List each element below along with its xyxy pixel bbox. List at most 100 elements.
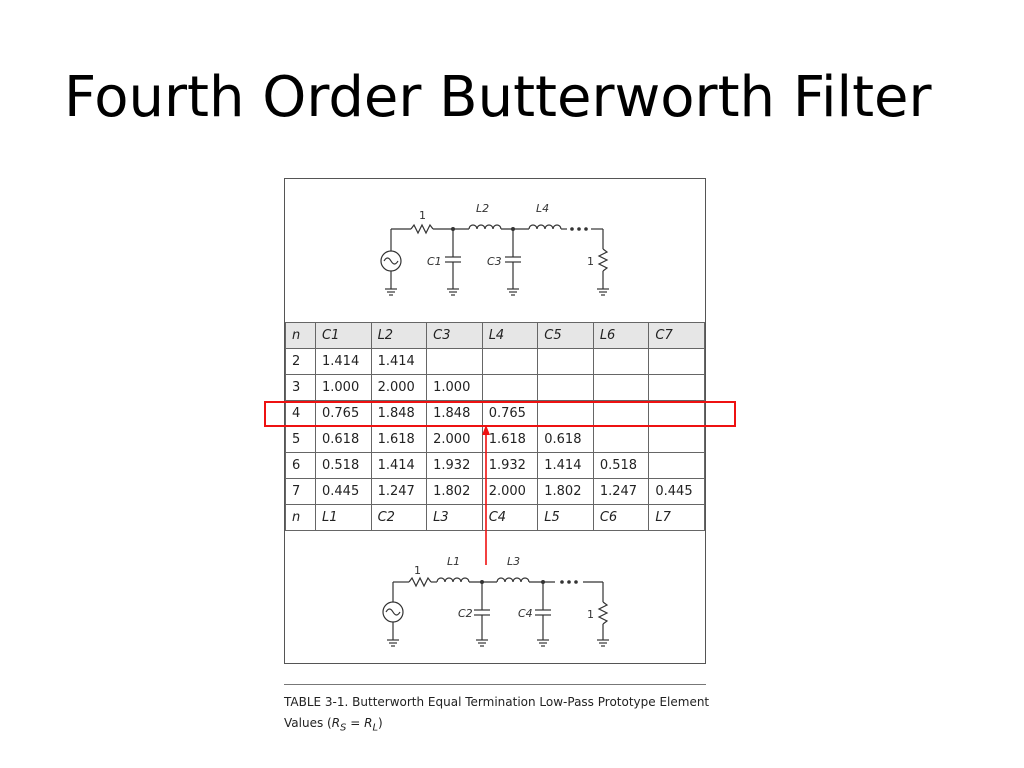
table-caption: TABLE 3-1. Butterworth Equal Termination… [284,692,714,738]
table-cell: 1.802 [426,478,483,505]
header-cell: L4 [481,322,539,349]
caption-line-1: TABLE 3-1. Butterworth Equal Termination… [284,695,710,709]
top-shunt-label-1: C1 [427,255,442,268]
table-row: 5 0.618 1.618 2.000 1.618 0.618 [285,426,705,453]
table-cell: 1.247 [592,478,650,505]
header-cell: C5 [537,322,594,349]
bottom-series-label-2: L3 [507,555,520,568]
table-cell: 1.414 [537,452,594,479]
footer-cell: L3 [426,504,483,531]
top-load-resistor-label: 1 [587,255,594,268]
caption-suffix: ) [378,716,383,730]
table-cell [648,452,705,479]
table-cell: 1.932 [426,452,483,479]
footer-cell: L5 [537,504,594,531]
table-cell: 1.247 [370,478,428,505]
top-source-resistor-label: 1 [419,209,426,222]
table-row: 3 1.000 2.000 1.000 [285,374,705,401]
caption-divider [284,684,706,685]
highlight-row-box [264,401,736,427]
table-cell [648,374,705,401]
caption-line-2: Values (RS = RL) [284,713,714,738]
table-cell [537,374,594,401]
table-cell: 1.000 [426,374,483,401]
header-cell: L2 [370,322,428,349]
table-cell: 0.445 [648,478,705,505]
top-series-label-1: L2 [476,202,489,215]
table-cell [592,374,650,401]
header-cell: C7 [648,322,705,349]
table-cell: 2.000 [370,374,428,401]
table-cell: 1.848 [370,400,428,427]
table-row-highlighted: 4 0.765 1.848 1.848 0.765 [285,400,705,427]
source-resistor-icon [408,576,432,588]
footer-cell: n [285,504,316,531]
inductor-l2-icon [468,224,502,230]
table-footer-row: n L1 C2 L3 C4 L5 C6 L7 [285,504,705,531]
top-ladder-circuit: 1 L2 L4 C1 C3 1 [380,202,609,296]
load-resistor-icon [597,248,609,272]
table-cell: 1.618 [481,426,539,453]
table-cell: 0.518 [592,452,650,479]
inductor-l1-icon [436,577,470,583]
table-cell: 3 [285,374,316,401]
bottom-series-label-1: L1 [447,555,460,568]
table-cell: 5 [285,426,316,453]
header-cell: C1 [315,322,372,349]
header-cell: C3 [426,322,483,349]
table-cell: 2.000 [426,426,483,453]
footer-cell: L1 [315,504,372,531]
table-cell: 1.000 [315,374,372,401]
table-cell [648,426,705,453]
table-cell: 0.518 [315,452,372,479]
table-cell: 1.414 [370,348,428,375]
table-cell: 1.618 [370,426,428,453]
pointer-arrow [482,425,490,565]
table-cell: 2 [285,348,316,375]
bottom-load-resistor-label: 1 [587,608,594,621]
table-cell: 0.445 [315,478,372,505]
table-row: 2 1.414 1.414 [285,348,705,375]
caption-rl: R [364,716,373,730]
table-cell: 7 [285,478,316,505]
table-row: 7 0.445 1.247 1.802 2.000 1.802 1.247 0.… [285,478,705,505]
table-figure: 1 L2 L4 C1 C3 1 n C1 L2 C3 L4 C5 L6 C7 2… [284,178,706,664]
header-cell: L6 [592,322,650,349]
footer-cell: L7 [648,504,705,531]
footer-cell: C6 [592,504,650,531]
table-cell: 1.414 [370,452,428,479]
load-resistor-icon [597,601,609,625]
caption-eq: = [346,716,365,730]
bottom-shunt-label-1: C2 [458,607,473,620]
table-cell [537,348,594,375]
header-cell: n [285,322,316,349]
bottom-shunt-label-2: C4 [518,607,533,620]
inductor-l3-icon [496,577,530,583]
table-cell [592,426,650,453]
table-row: 6 0.518 1.414 1.932 1.932 1.414 0.518 [285,452,705,479]
caption-rs-sub: S [340,722,347,734]
caption-rl-sub: L [372,722,379,734]
top-shunt-label-2: C3 [487,255,502,268]
caption-prefix: Values ( [284,716,332,730]
bottom-ladder-circuit: 1 L1 L3 C2 C4 1 [382,555,609,647]
table-cell: 1.414 [315,348,372,375]
table-cell [648,348,705,375]
table-cell: 0.618 [315,426,372,453]
bottom-source-resistor-label: 1 [414,564,421,577]
prototype-values-table: n C1 L2 C3 L4 C5 L6 C7 2 1.414 1.414 [285,322,705,531]
footer-cell: C2 [370,504,428,531]
table-cell: 6 [285,452,316,479]
table-cell: 1.802 [537,478,594,505]
table-cell [481,374,539,401]
source-resistor-icon [410,223,434,235]
inductor-l4-icon [528,224,562,230]
table-header-row: n C1 L2 C3 L4 C5 L6 C7 [285,322,705,349]
table-cell [537,400,594,427]
table-cell: 0.618 [537,426,594,453]
table-cell [592,348,650,375]
top-series-label-2: L4 [536,202,549,215]
slide-title: Fourth Order Butterworth Filter [64,65,932,130]
table-cell: 2.000 [481,478,539,505]
table-cell [426,348,483,375]
